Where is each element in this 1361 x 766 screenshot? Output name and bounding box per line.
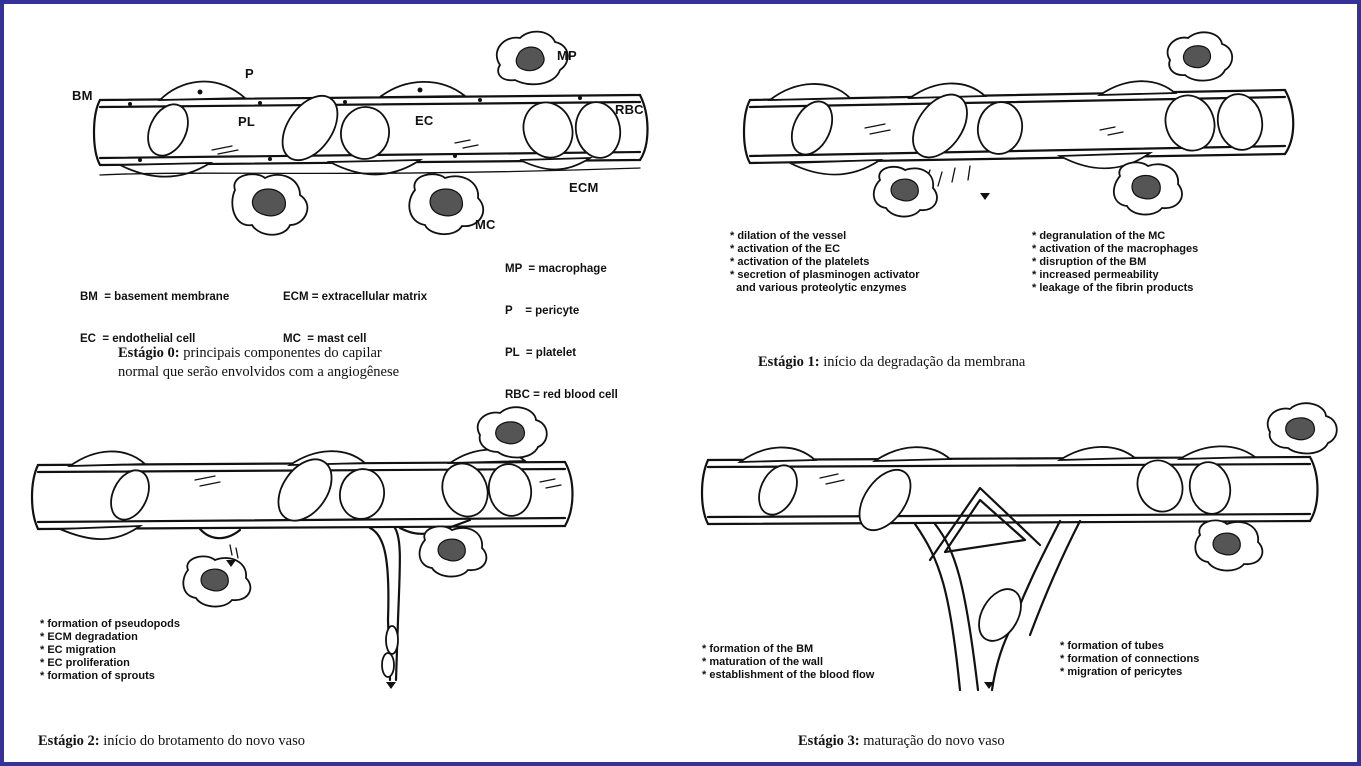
stage1-notes-left: * dilation of the vessel * activation of…	[730, 230, 920, 295]
stage2-caption: Estágio 2: início do brotamento do novo …	[38, 732, 305, 751]
stage3-caption: Estágio 3: maturação do novo vaso	[798, 732, 1005, 751]
stage2-notes: * formation of pseudopods * ECM degradat…	[40, 618, 180, 683]
stage0-caption: Estágio 0: principais componentes do cap…	[118, 344, 399, 382]
stage2-panel: * formation of pseudopods * ECM degradat…	[0, 390, 680, 760]
label-mp: MP	[557, 48, 577, 63]
label-mc: MC	[475, 217, 496, 232]
label-pl: PL	[238, 114, 255, 129]
stage1-notes-right: * degranulation of the MC * activation o…	[1032, 230, 1198, 295]
stage3-notes-right: * formation of tubes * formation of conn…	[1060, 640, 1199, 679]
pericyte	[160, 82, 245, 100]
stage3-notes-left: * formation of the BM * maturation of th…	[702, 643, 874, 682]
stage0-panel: BM P MP PL EC RBC ECM MC MP = macrophage…	[0, 0, 680, 400]
stage1-panel: * dilation of the vessel * activation of…	[680, 0, 1360, 400]
label-bm: BM	[72, 88, 93, 103]
stage0-vessel-diagram	[0, 0, 680, 270]
label-ecm: ECM	[569, 180, 599, 195]
label-rbc: RBC	[615, 102, 644, 117]
label-p: P	[245, 66, 254, 81]
stage1-caption: Estágio 1: início da degradação da membr…	[758, 353, 1025, 372]
stage1-vessel-diagram	[680, 0, 1360, 230]
label-ec: EC	[415, 113, 433, 128]
stage3-panel: * formation of the BM * maturation of th…	[680, 390, 1360, 760]
